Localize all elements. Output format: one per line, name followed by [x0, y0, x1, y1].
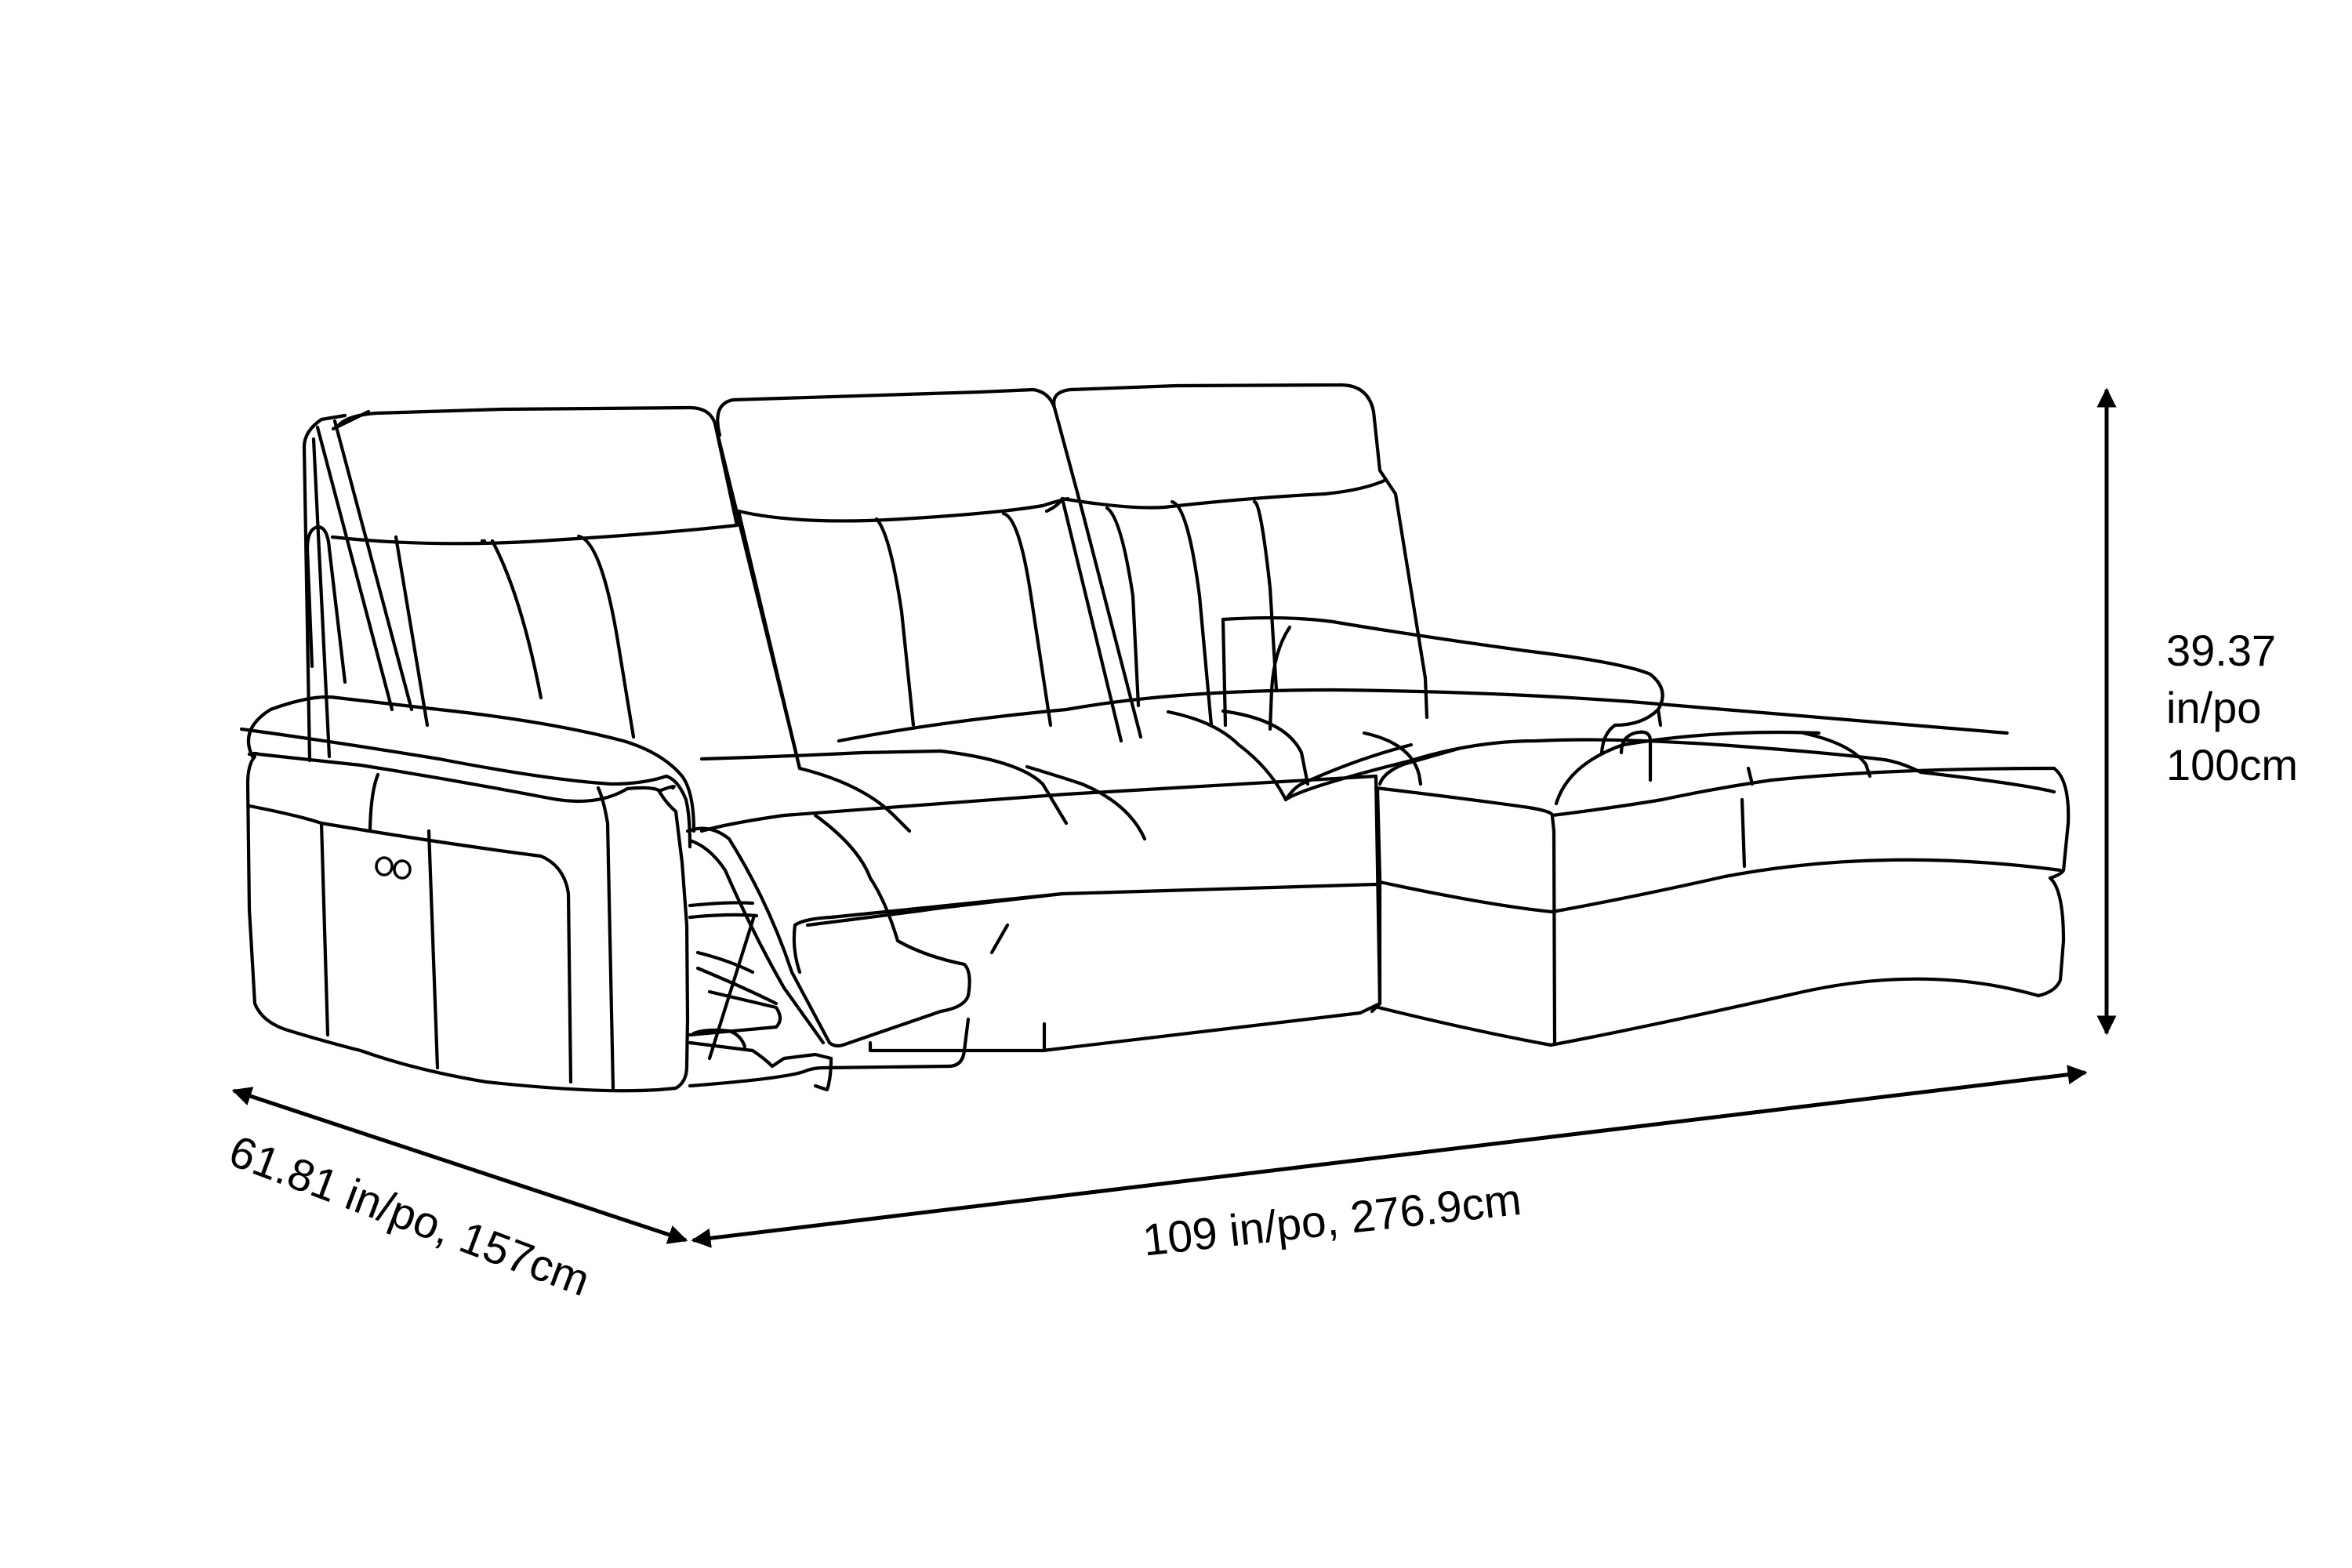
back-cushion-left — [302, 405, 802, 771]
height-dimension-label: 39.37 in/po 100cm — [2166, 622, 2298, 793]
left-armrest — [239, 695, 696, 1093]
depth-dimension-line — [231, 1087, 688, 1244]
power-recline-buttons — [375, 856, 412, 880]
height-unit: in/po — [2166, 683, 2262, 732]
height-cm: 100cm — [2166, 740, 2299, 789]
chaise-base — [1370, 746, 2071, 1047]
back-cushion-right — [1044, 383, 1429, 743]
sofa-front-panel — [699, 774, 1382, 1053]
width-dimension-line — [691, 1065, 2088, 1248]
power-button-1 — [375, 856, 394, 877]
height-inches: 39.37 — [2166, 626, 2277, 675]
power-button-2 — [393, 859, 412, 880]
back-cushion-middle — [716, 387, 1143, 771]
reclined-footrest — [685, 813, 1065, 1092]
